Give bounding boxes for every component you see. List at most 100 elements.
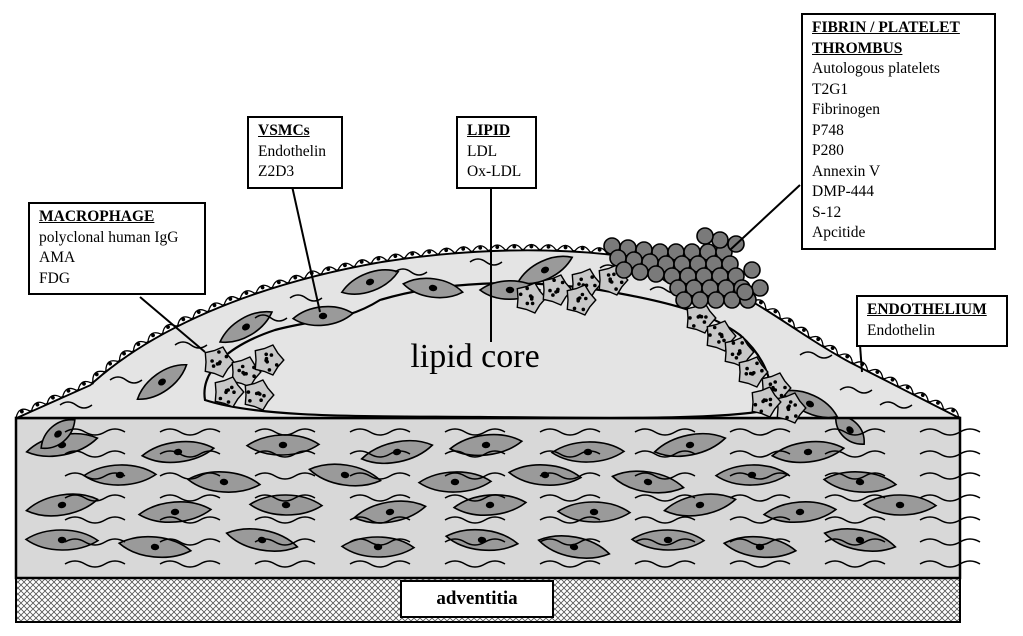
endothelial-nucleus bbox=[376, 256, 381, 261]
collagen-fiber bbox=[254, 516, 316, 524]
collagen-fiber bbox=[919, 472, 981, 480]
collagen-fiber bbox=[159, 450, 221, 458]
lipid-droplet bbox=[551, 293, 555, 297]
lipid-droplet bbox=[232, 390, 236, 395]
endothelial-nucleus bbox=[801, 328, 806, 332]
lipid-droplet bbox=[530, 301, 535, 306]
platelet bbox=[675, 291, 693, 309]
lipid-droplet bbox=[612, 272, 616, 277]
leader-endothelium bbox=[859, 344, 863, 373]
vsmcs-item: Z2D3 bbox=[258, 163, 295, 180]
collagen-fiber bbox=[634, 450, 696, 458]
collagen-fiber bbox=[799, 351, 833, 359]
cell-nucleus bbox=[170, 508, 180, 516]
lipid-droplet bbox=[785, 415, 789, 420]
cell-nucleus bbox=[481, 441, 491, 449]
endothelial-cell bbox=[912, 392, 930, 404]
lipid-droplet bbox=[712, 325, 717, 330]
endothelial-nucleus bbox=[546, 244, 551, 249]
thrombus-title-line-2: THROMBUS bbox=[812, 39, 903, 57]
collagen-fiber bbox=[444, 538, 506, 546]
endothelial-cell bbox=[207, 302, 225, 313]
collagen-fiber bbox=[729, 450, 791, 458]
endothelial-cell bbox=[46, 394, 64, 406]
platelet bbox=[691, 291, 709, 309]
smooth-muscle-cell bbox=[417, 471, 493, 493]
lipid-core-label: lipid core bbox=[410, 338, 540, 375]
endothelial-cell bbox=[239, 290, 257, 301]
endothelial-nucleus bbox=[444, 248, 449, 253]
endothelial-nucleus bbox=[935, 400, 940, 405]
endothelial-cell-body bbox=[271, 279, 289, 289]
endothelial-nucleus bbox=[244, 291, 249, 295]
thrombus-item: Fibrinogen bbox=[812, 101, 881, 118]
cell-nucleus bbox=[505, 286, 515, 294]
smooth-muscle-cell bbox=[630, 529, 706, 551]
endothelial-nucleus bbox=[228, 296, 233, 301]
endothelial-nucleus bbox=[359, 259, 364, 264]
endothelial-cell-body bbox=[942, 407, 960, 419]
smooth-muscle-cell bbox=[117, 535, 193, 559]
endothelial-cell bbox=[779, 317, 796, 330]
collagen-fiber bbox=[539, 472, 601, 480]
endothelial-cell bbox=[30, 401, 48, 413]
endothelial-cell bbox=[132, 340, 149, 353]
endothelial-nucleus bbox=[260, 285, 265, 290]
endothelial-nucleus bbox=[512, 244, 517, 249]
cell-nucleus bbox=[219, 478, 229, 486]
endothelial-cell bbox=[192, 309, 209, 320]
collagen-fiber bbox=[254, 472, 316, 480]
lipid-droplet bbox=[793, 403, 797, 407]
endothelial-cell-body bbox=[61, 387, 79, 399]
collagen-fiber bbox=[824, 516, 886, 524]
endothelial-cell bbox=[15, 408, 33, 420]
lipid-droplet bbox=[692, 324, 696, 328]
lipid-droplet bbox=[755, 361, 759, 366]
cell-nucleus bbox=[57, 501, 67, 509]
adventitia-label: adventitia bbox=[436, 587, 518, 609]
endothelial-cell bbox=[437, 247, 456, 256]
endothelial-nucleus bbox=[580, 246, 585, 251]
collagen-fiber bbox=[634, 560, 696, 568]
endothelial-nucleus bbox=[293, 275, 298, 280]
smooth-muscle-cell bbox=[40, 419, 76, 449]
endothelial-nucleus bbox=[82, 381, 86, 386]
endothelial-nucleus bbox=[166, 325, 170, 330]
leader-macrophage bbox=[139, 296, 206, 353]
lipid-droplet bbox=[572, 306, 577, 311]
cell-nucleus bbox=[895, 501, 905, 509]
thrombus-item: S-12 bbox=[812, 203, 842, 221]
collagen-fiber bbox=[879, 401, 913, 409]
collagen-fiber bbox=[634, 494, 696, 502]
macrophage-label-box: MACROPHAGE polyclonal human IgG AMA FDG bbox=[28, 202, 206, 295]
lipid-droplet bbox=[760, 368, 764, 373]
foam-cell bbox=[776, 392, 807, 424]
lipid-droplet bbox=[529, 297, 534, 301]
collagen-fiber bbox=[159, 538, 221, 546]
endothelial-nucleus bbox=[563, 245, 568, 250]
foam-cell bbox=[254, 344, 285, 376]
endothelial-cell bbox=[837, 353, 854, 365]
platelet bbox=[647, 265, 665, 283]
thrombus-item: P748 bbox=[812, 121, 844, 139]
lipid-droplet bbox=[702, 320, 707, 324]
cell-nucleus bbox=[855, 536, 865, 544]
lipid-droplet bbox=[560, 280, 565, 285]
lipid-droplet bbox=[518, 292, 523, 297]
lipid-droplet bbox=[525, 301, 530, 306]
macrophage-item: polyclonal human IgG bbox=[39, 228, 179, 246]
endothelial-cell bbox=[271, 279, 289, 289]
endothelial-nucleus bbox=[94, 372, 99, 377]
endothelial-cell bbox=[505, 243, 524, 251]
lipid-droplet bbox=[259, 398, 263, 403]
cell-nucleus bbox=[485, 501, 495, 509]
platelet bbox=[707, 291, 725, 309]
endothelial-cell bbox=[353, 259, 372, 268]
vsmcs-label-box: VSMCs Endothelin Z2D3 bbox=[247, 116, 343, 189]
smooth-muscle-cell bbox=[862, 494, 938, 516]
endothelial-cell bbox=[287, 274, 306, 285]
collagen-fiber bbox=[539, 560, 601, 568]
collagen-fiber bbox=[109, 376, 143, 384]
endothelial-cell bbox=[223, 296, 241, 307]
